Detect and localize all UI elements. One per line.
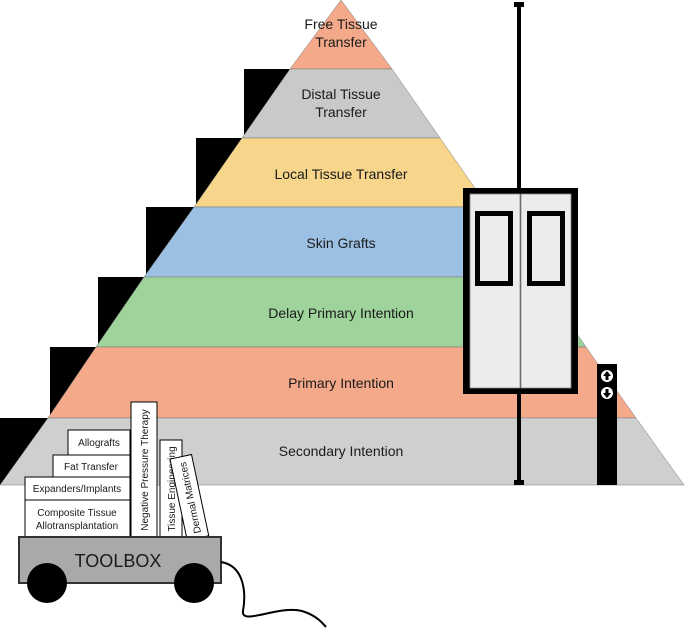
cart-wheel-right xyxy=(174,563,214,603)
pyramid-level-free-tissue-transfer: Free Tissue Transfer xyxy=(289,0,393,70)
elevator-cable-cap-top xyxy=(514,2,524,7)
book-label: Fat Transfer xyxy=(64,462,119,473)
book-label-line: Composite Tissue xyxy=(37,508,117,519)
cart-pull-cord[interactable] xyxy=(220,561,327,628)
elevator-call-pillar xyxy=(597,364,617,485)
book-expanders-implants: Expanders/Implants xyxy=(24,476,131,501)
level-label: Delay Primary Intention xyxy=(268,305,414,321)
level-label: Primary Intention xyxy=(288,375,394,391)
pyramid-level-distal-tissue-transfer: Distal Tissue Transfer xyxy=(241,68,441,139)
book-label: Allografts xyxy=(78,438,120,449)
elevator-cab xyxy=(463,188,578,394)
cart-wheel-left xyxy=(27,563,67,603)
level-label: Skin Grafts xyxy=(306,235,375,251)
book-composite-tissue-allotransplantation: Composite Tissue Allotransplantation xyxy=(24,499,131,538)
level-label-line: Free Tissue xyxy=(304,16,377,32)
book-negative-pressure-therapy: Negative Pressure Therapy xyxy=(130,401,158,539)
book-label: Negative Pressure Therapy xyxy=(140,409,151,531)
elevator-cable-cap-bottom xyxy=(514,480,524,485)
elevator-down-button[interactable] xyxy=(601,387,613,399)
level-label: Secondary Intention xyxy=(279,443,404,459)
elevator-call-panel xyxy=(597,364,617,485)
pyramid-level-skin-grafts: Skin Grafts xyxy=(143,206,539,278)
level-label-line: Distal Tissue xyxy=(301,86,381,102)
toolbox-cart: Composite Tissue Allotransplantation Exp… xyxy=(18,401,327,628)
book-allografts: Allografts xyxy=(67,429,131,456)
level-label: Local Tissue Transfer xyxy=(274,166,407,182)
pyramid-level-local-tissue-transfer: Local Tissue Transfer xyxy=(193,137,489,208)
elevator xyxy=(463,2,617,485)
level-label-line: Transfer xyxy=(315,104,367,120)
book-label: Expanders/Implants xyxy=(33,484,121,495)
book-label: Tissue Engineering xyxy=(167,446,178,531)
level-label-line: Transfer xyxy=(315,34,367,50)
toolbox-label: TOOLBOX xyxy=(75,551,162,571)
book-label-line: Allotransplantation xyxy=(36,521,118,532)
book-fat-transfer: Fat Transfer xyxy=(52,454,131,478)
elevator-up-button[interactable] xyxy=(601,370,613,382)
